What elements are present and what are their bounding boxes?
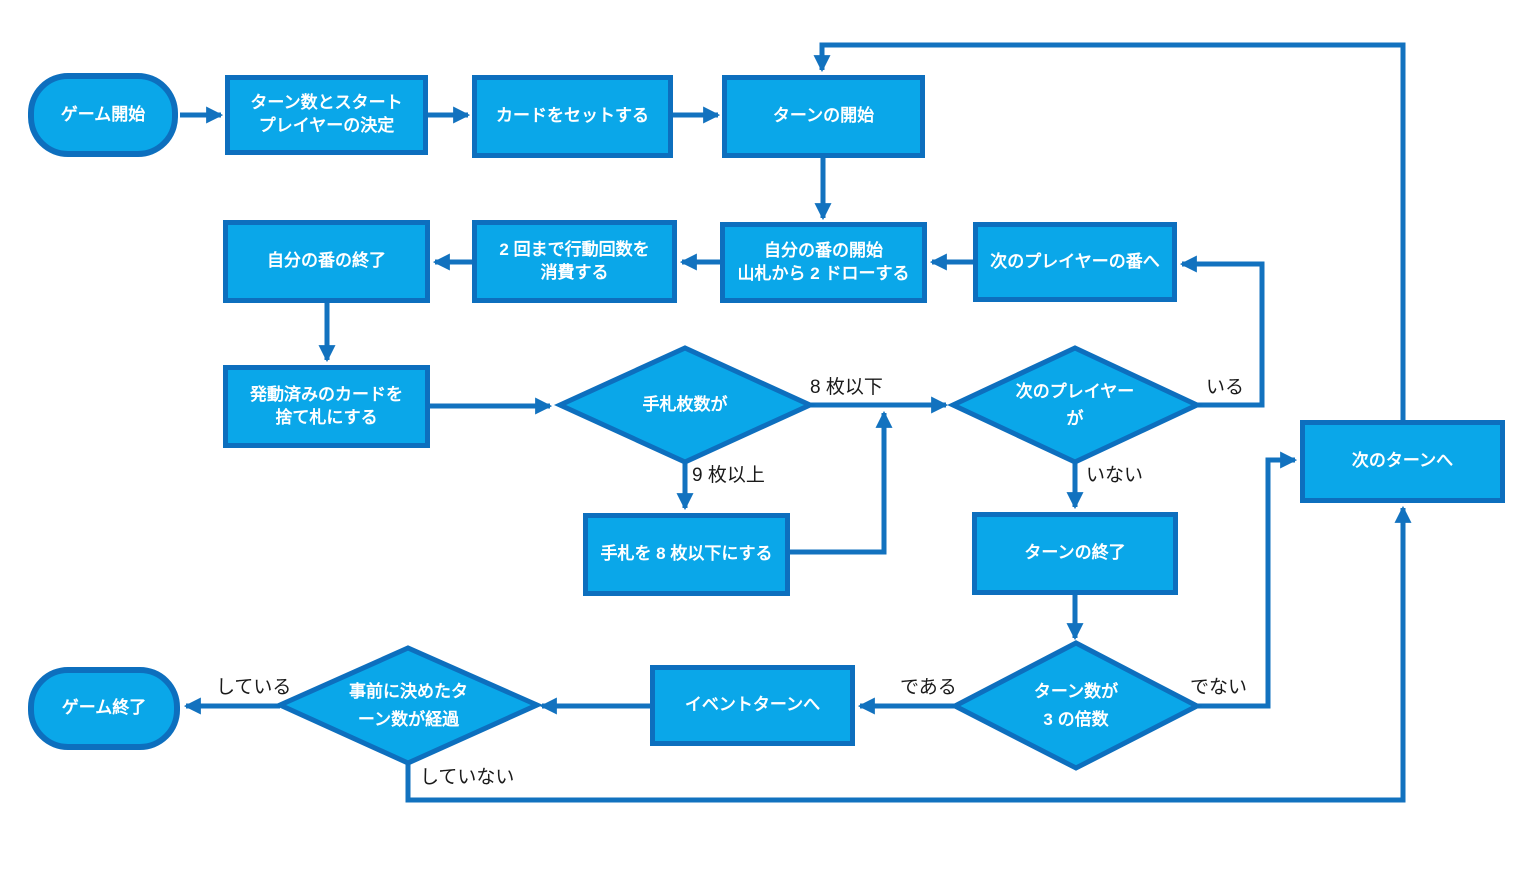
node-turn-begin: ターンの開始 <box>722 75 925 158</box>
node-next-turn: 次のターンへ <box>1300 420 1505 503</box>
edge-nextplayer-exists-loop <box>1179 255 1265 408</box>
node-hand-limit: 手札を 8 枚以下にする <box>583 513 790 596</box>
edge-label-elapsed: している <box>216 677 292 698</box>
edge-predetermined-notelapsed-loop <box>405 505 1412 803</box>
node-set-cards: カードをセットする <box>472 75 673 158</box>
node-my-turn-start: 自分の番の開始 山札から 2 ドローする <box>720 222 927 303</box>
node-next-player-turn: 次のプレイヤーの番へ <box>973 222 1177 302</box>
edge-label-le-8-cards: 8 枚以下 <box>810 377 883 398</box>
decision-hand-count-shape <box>553 345 817 465</box>
node-game-end: ゲーム終了 <box>28 667 180 750</box>
edge-multiple-to-nextturn <box>1197 451 1298 709</box>
node-my-turn-end: 自分の番の終了 <box>223 220 430 303</box>
edge-label-not-multiple: でない <box>1190 677 1248 698</box>
edge-label-ge-9-cards: 9 枚以上 <box>692 465 765 486</box>
edge-label-player-not-exists: いない <box>1086 465 1144 486</box>
node-game-start: ゲーム開始 <box>28 73 178 157</box>
node-event-turn: イベントターンへ <box>650 665 855 746</box>
edge-label-is-multiple: である <box>900 677 957 698</box>
decision-next-player-shape <box>947 345 1203 465</box>
edge-label-player-exists: いる <box>1206 377 1245 398</box>
edge-handlimit-return <box>790 410 893 555</box>
node-discard-cards: 発動済みのカードを 捨て札にする <box>223 365 430 448</box>
decision-predetermined-shape <box>273 645 544 766</box>
node-turn-end: ターンの終了 <box>972 512 1178 595</box>
node-consume-actions: 2 回まで行動回数を 消費する <box>472 220 677 303</box>
edge-label-not-elapsed: していない <box>420 767 515 788</box>
edge-nextturn-to-turnbegin-loop <box>813 42 1406 420</box>
node-decide-turns: ターン数とスタート プレイヤーの決定 <box>225 75 428 155</box>
decision-turn-multiple-shape <box>949 640 1203 771</box>
